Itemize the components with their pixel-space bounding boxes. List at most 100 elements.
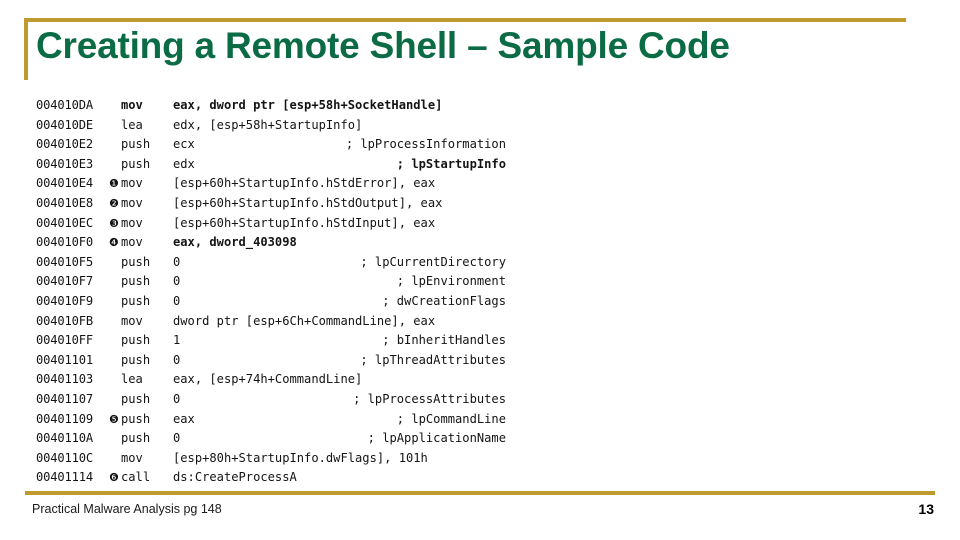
code-line: 004010F7 push 0 ; lpEnvironment [36, 272, 506, 292]
code-line-operands: 1 [173, 333, 181, 348]
code-line-operands: ecx [173, 137, 195, 152]
code-line-mnemonic: push [121, 156, 151, 171]
code-line-comment: ; lpCurrentDirectory [360, 254, 506, 269]
code-line-address: 00401109 [36, 411, 94, 426]
footer-source-citation: Practical Malware Analysis pg 148 [32, 502, 222, 516]
code-line-operands: 0 [173, 293, 181, 308]
code-line: 0040110A push 0 ; lpApplicationName [36, 429, 506, 449]
code-line-mnemonic: push [121, 274, 151, 289]
code-line-address: 00401114 [36, 470, 94, 485]
code-line-comment: ; lpApplicationName [367, 431, 506, 446]
code-line-comment: ; lpThreadAttributes [360, 352, 506, 367]
code-line-callout-marker: ❶ [109, 177, 119, 191]
code-line-address: 004010F0 [36, 235, 94, 250]
code-line: 004010DE lea edx, [esp+58h+StartupInfo] [36, 116, 506, 136]
page-title: Creating a Remote Shell – Sample Code [36, 25, 730, 66]
code-line-operands: edx [173, 156, 195, 171]
code-line-callout-marker: ❹ [109, 236, 119, 250]
code-line-address: 0040110A [36, 431, 94, 446]
code-line: 004010DA mov eax, dword ptr [esp+58h+Socke… [36, 96, 506, 116]
code-line-operands: [esp+60h+StartupInfo.hStdError], eax [173, 176, 436, 191]
code-line: 0040110C mov [esp+80h+StartupInfo.dwFlags]… [36, 449, 506, 469]
code-line-mnemonic: push [121, 431, 151, 446]
code-line-operands: [esp+60h+StartupInfo.hStdInput], eax [173, 215, 436, 230]
code-line: 004010F9 push 0 ; dwCreationFlags [36, 292, 506, 312]
code-line-address: 004010FB [36, 313, 94, 328]
code-line-address: 004010F7 [36, 274, 94, 289]
code-line-address: 004010E3 [36, 156, 94, 171]
code-line-callout-marker: ❷ [109, 196, 119, 210]
footer-accent-rule [25, 491, 935, 495]
code-listing: 004010DA mov eax, dword ptr [esp+58h+Socke… [36, 96, 506, 488]
title-accent-rule-left [24, 18, 28, 80]
code-line-operands: 0 [173, 431, 181, 446]
code-line-mnemonic: mov [121, 176, 143, 191]
code-line-operands: [esp+60h+StartupInfo.hStdOutput], eax [173, 195, 443, 210]
code-line-address: 004010F5 [36, 254, 94, 269]
code-line-address: 004010FF [36, 333, 94, 348]
code-line-operands: 0 [173, 254, 181, 269]
code-line-comment: ; lpProcessAttributes [353, 391, 506, 406]
code-line-mnemonic: push [121, 411, 151, 426]
code-line-address: 00401103 [36, 372, 94, 387]
code-line-callout-marker: ❻ [109, 471, 119, 485]
code-line-mnemonic: push [121, 333, 151, 348]
code-line-mnemonic: mov [121, 450, 143, 465]
code-line-mnemonic: mov [121, 215, 143, 230]
page-number: 13 [918, 501, 934, 517]
code-line-comment: ; bInheritHandles [382, 333, 506, 348]
code-line-mnemonic: mov [121, 98, 143, 112]
code-line-operands: 0 [173, 391, 181, 406]
code-line: 004010E3 push edx ; lpStartupInfo [36, 155, 506, 175]
code-line-callout-marker: ❺ [109, 412, 119, 426]
code-line-mnemonic: lea [121, 117, 143, 132]
title-accent-rule-top [24, 18, 906, 22]
code-line: 004010FF push 1 ; bInheritHandles [36, 331, 506, 351]
code-line-operands: 0 [173, 274, 181, 289]
code-line-operands: eax, dword ptr [esp+58h+SocketHandle] [173, 98, 443, 112]
code-line-mnemonic: mov [121, 235, 143, 250]
code-line: 00401101 push 0 ; lpThreadAttributes [36, 351, 506, 371]
code-line-operands: 0 [173, 352, 181, 367]
code-line-mnemonic: push [121, 293, 151, 308]
code-line-comment: ; dwCreationFlags [382, 293, 506, 308]
code-line-mnemonic: mov [121, 195, 143, 210]
code-line-operands: eax, [esp+74h+CommandLine] [173, 372, 363, 387]
code-line-address: 0040110C [36, 450, 94, 465]
code-line-mnemonic: lea [121, 372, 143, 387]
code-line-address: 004010E4 [36, 176, 94, 191]
code-line: 00401107 push 0 ; lpProcessAttributes [36, 390, 506, 410]
code-line-address: 004010DA [36, 98, 94, 112]
code-line-operands: [esp+80h+StartupInfo.dwFlags], 101h [173, 450, 428, 465]
code-line-address: 004010F9 [36, 293, 94, 308]
code-line-comment: ; lpProcessInformation [345, 137, 506, 152]
code-line-mnemonic: push [121, 352, 151, 367]
code-line-mnemonic: push [121, 254, 151, 269]
code-line-address: 00401101 [36, 352, 94, 367]
code-line-address: 004010EC [36, 215, 94, 230]
code-line-operands: eax [173, 411, 195, 426]
code-line-address: 004010E8 [36, 195, 94, 210]
code-line-address: 004010DE [36, 117, 94, 132]
code-line: 00401103 lea eax, [esp+74h+CommandLine] [36, 370, 506, 390]
code-line-operands: dword ptr [esp+6Ch+CommandLine], eax [173, 313, 436, 328]
code-line-mnemonic: push [121, 391, 151, 406]
code-line-mnemonic: mov [121, 313, 143, 328]
code-line-operands: ds:CreateProcessA [173, 470, 297, 485]
code-line-address: 00401107 [36, 391, 94, 406]
code-line-comment: ; lpCommandLine [396, 411, 506, 426]
code-line: 004010F5 push 0 ; lpCurrentDirectory [36, 253, 506, 273]
code-line-mnemonic: call [121, 470, 151, 485]
code-line-comment: ; lpEnvironment [396, 274, 506, 289]
code-line-operands: edx, [esp+58h+StartupInfo] [173, 117, 363, 132]
code-line-comment: ; lpStartupInfo [396, 156, 506, 171]
code-line-operands: eax, dword_403098 [173, 235, 297, 250]
